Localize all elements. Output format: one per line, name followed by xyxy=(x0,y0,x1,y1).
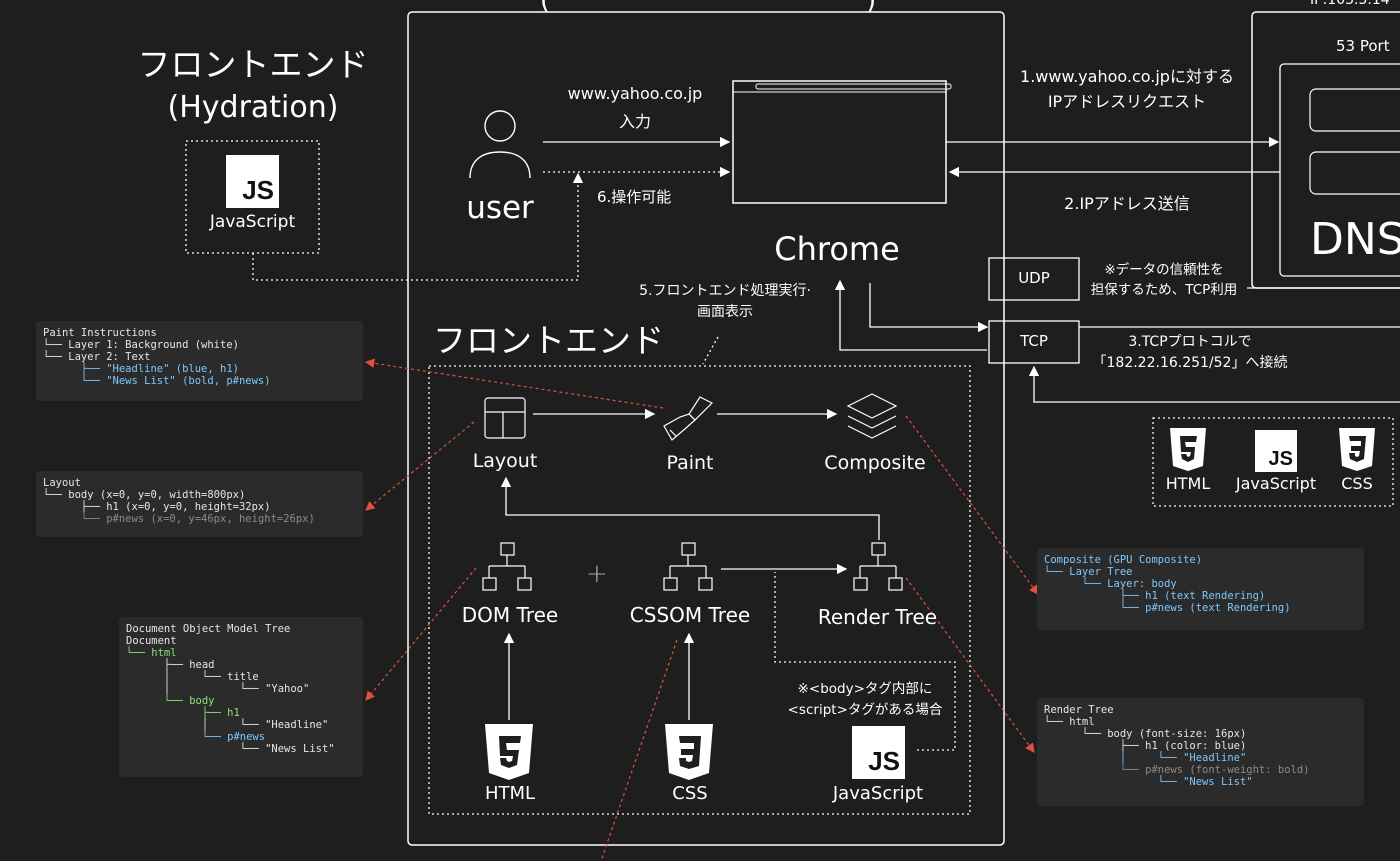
user-label: user xyxy=(466,190,534,226)
cssom-connector xyxy=(600,639,678,861)
top-title-right: ) xyxy=(866,0,877,16)
assets-html-label: HTML xyxy=(1165,474,1211,493)
frontend-title: フロントエンド xyxy=(433,321,664,360)
render-tree-icon xyxy=(853,542,903,591)
dns-record-1 xyxy=(1309,88,1400,132)
cssom-tree-icon xyxy=(663,542,713,591)
render-tree-code: Render Tree└── html └── body (font-size:… xyxy=(1037,698,1364,806)
layers-icon xyxy=(846,393,898,439)
composite-label: Composite xyxy=(824,452,926,474)
chrome-window-icon xyxy=(732,80,947,204)
assets-box xyxy=(1152,417,1394,507)
js-logo: JS xyxy=(226,155,279,208)
dns-request-1: 1.www.yahoo.co.jpに対する xyxy=(1020,67,1234,86)
layout-icon xyxy=(484,397,526,439)
input-label-1: www.yahoo.co.jp xyxy=(567,84,703,103)
frontend-exec-label-2: 画面表示 xyxy=(697,304,753,320)
layout-label: Layout xyxy=(472,450,538,472)
operable-label: 6.操作可能 xyxy=(597,188,672,206)
frontend-js-logo: JS xyxy=(852,726,905,779)
paint-label: Paint xyxy=(666,452,714,474)
tcp-conn-2: 「182.22.16.251/52」へ接続 xyxy=(1092,355,1288,371)
css3-shield-icon-right xyxy=(1339,428,1375,471)
script-note-1: ※<body>タグ内部に xyxy=(797,681,933,697)
dom-tree-icon xyxy=(482,542,532,591)
script-note-2: <script>タグがある場合 xyxy=(787,702,943,718)
frontend-box xyxy=(428,365,971,815)
assets-js-label: JavaScript xyxy=(1235,474,1317,493)
input-label-2: 入力 xyxy=(618,112,651,131)
tcp-conn-1: 3.TCPプロトコルで xyxy=(1128,334,1252,350)
dns-inner-box xyxy=(1279,63,1400,277)
composite-connector xyxy=(905,415,1039,595)
udp-label: UDP xyxy=(1018,269,1050,287)
dns-record-2 xyxy=(1309,151,1400,195)
udp-note-1: ※データの信頼性を xyxy=(1104,262,1224,278)
tcp-box xyxy=(988,320,1080,364)
render-connector xyxy=(905,577,1035,753)
assets-css-label: CSS xyxy=(1341,474,1373,493)
layout-code: Layout└── body (x=0, y=0, width=800px) ├… xyxy=(36,471,363,537)
render-tree-label: Render Tree xyxy=(817,605,938,629)
paint-instructions-code: Paint Instructions└── Layer 1: Backgroun… xyxy=(36,321,363,401)
hydration-title: フロントエンド xyxy=(137,45,369,84)
frontend-css-label: CSS xyxy=(672,783,708,804)
composite-code: Composite (GPU Composite)└── Layer Tree … xyxy=(1037,548,1364,630)
dns-send: 2.IPアドレス送信 xyxy=(1064,194,1190,213)
top-title-left: ( xyxy=(540,0,551,16)
udp-box xyxy=(988,257,1080,301)
html5-shield-icon-right xyxy=(1170,428,1206,471)
chrome-label: Chrome xyxy=(774,230,900,268)
dns-port: 53 Port xyxy=(1336,37,1390,55)
css3-shield-icon xyxy=(665,724,713,780)
layout-connector xyxy=(365,421,475,511)
dns-label: DNS xyxy=(1310,214,1400,265)
hydration-subtitle: (Hydration) xyxy=(167,90,339,125)
user-avatar-icon xyxy=(469,110,531,179)
tcp-label: TCP xyxy=(1020,332,1048,350)
hydration-js-label: JavaScript xyxy=(209,212,296,232)
html5-shield-icon xyxy=(485,724,533,780)
udp-note-2: 担保するため、TCP利用 xyxy=(1090,282,1238,298)
dns-request-2: IPアドレスリクエスト xyxy=(1047,92,1207,111)
plus-sign: + xyxy=(586,559,608,589)
dom-connector xyxy=(365,567,477,701)
dns-ip: IP:103.5.14 xyxy=(1310,0,1390,8)
paint-connector xyxy=(364,358,664,409)
frontend-js-label: JavaScript xyxy=(832,783,924,804)
dom-tree-label: DOM Tree xyxy=(461,603,559,627)
frontend-exec-label-1: 5.フロントエンド処理実行· xyxy=(639,283,811,299)
cssom-tree-label: CSSOM Tree xyxy=(629,603,751,627)
paint-brush-icon xyxy=(663,396,714,441)
frontend-html-label: HTML xyxy=(484,783,536,804)
browser-frame xyxy=(407,11,1005,846)
assets-js-logo: JS xyxy=(1255,430,1297,472)
